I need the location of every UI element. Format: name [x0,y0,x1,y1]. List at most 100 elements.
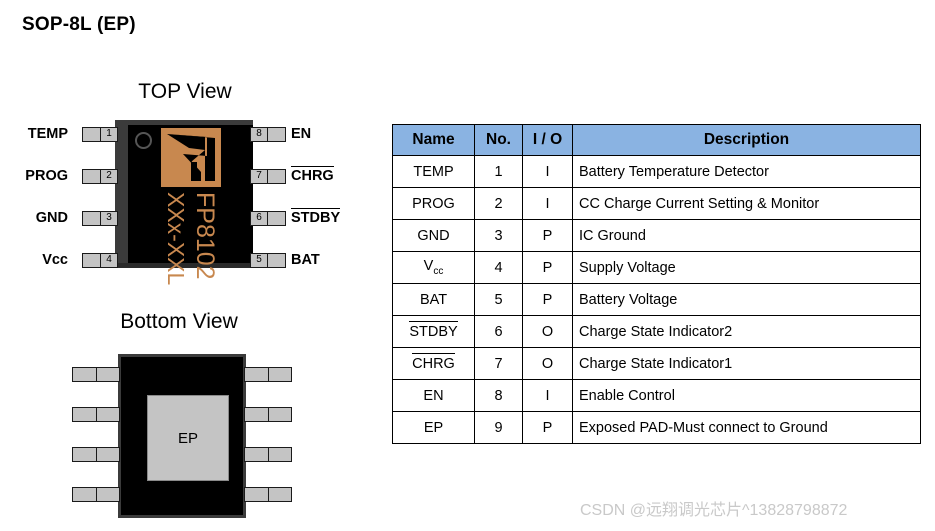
cell-pin-io: O [522,315,573,348]
lead-number: 5 [251,254,268,267]
column-header-no: No. [474,124,523,156]
lead-segment [95,488,119,501]
cell-pin-description: Battery Temperature Detector [572,155,921,188]
cell-pin-number: 1 [474,155,523,188]
pin-name-text: CHRG [412,352,455,372]
lead-segment [245,488,268,501]
column-header-description: Description [572,124,921,156]
lead-pin-6: 6 [250,211,286,226]
top-view-caption: TOP View [138,80,232,103]
bottom-lead-left-2 [72,407,120,422]
lead-number: 4 [100,254,117,267]
lead-segment [245,408,268,421]
lead-segment [245,368,268,381]
bottom-lead-left-4 [72,487,120,502]
cell-pin-description: IC Ground [572,219,921,252]
package-marking-part-number: FP8102 [191,192,219,280]
cell-pin-io: P [522,219,573,252]
lead-number: 6 [251,212,268,225]
cell-pin-name: PROG [392,187,475,220]
lead-number: 3 [100,212,117,225]
lead-number: 2 [100,170,117,183]
cell-pin-description: CC Charge Current Setting & Monitor [572,187,921,220]
lead-pin-7: 7 [250,169,286,184]
lead-pad [268,170,285,183]
cell-pin-name: CHRG [392,347,475,380]
lead-pad [83,128,100,141]
lead-pin-4: 4 [82,253,118,268]
lead-pin-1: 1 [82,127,118,142]
lead-segment [95,408,119,421]
lead-pad [268,254,285,267]
cell-pin-io: P [522,411,573,444]
pin-label-chrg: CHRG [291,166,334,184]
lead-number: 8 [251,128,268,141]
bottom-lead-right-1 [244,367,292,382]
lead-pad [83,170,100,183]
cell-pin-name: EP [392,411,475,444]
cell-pin-description: Supply Voltage [572,251,921,284]
cell-pin-io: P [522,283,573,316]
package-marking-lot-code: XXx-XXL [163,192,189,286]
bottom-view-caption: Bottom View [120,310,238,333]
cell-pin-description: Enable Control [572,379,921,412]
manufacturer-logo-icon [161,128,221,187]
cell-pin-io: O [522,347,573,380]
pin-label-chrg-text: CHRG [291,166,334,184]
cell-pin-description: Charge State Indicator2 [572,315,921,348]
lead-pad [83,212,100,225]
bottom-lead-right-2 [244,407,292,422]
cell-pin-name: TEMP [392,155,475,188]
lead-number: 7 [251,170,268,183]
lead-pad [268,128,285,141]
lead-segment [73,408,96,421]
cell-pin-name: EN [392,379,475,412]
cell-pin-number: 2 [474,187,523,220]
lead-segment [267,368,291,381]
cell-pin-number: 8 [474,379,523,412]
table-header-row: Name No. I / O Description [392,124,921,156]
pin-name-text: EN [423,387,444,404]
pin-label-temp: TEMP [27,126,68,142]
bottom-view-diagram: Bottom View EP [0,310,390,531]
pin-name-subscript: cc [433,265,444,277]
cell-pin-description: Battery Voltage [572,283,921,316]
cell-pin-number: 6 [474,315,523,348]
bottom-lead-right-3 [244,447,292,462]
pin-label-en: EN [291,126,312,142]
bottom-lead-left-1 [72,367,120,382]
cell-pin-description: Charge State Indicator1 [572,347,921,380]
cell-pin-number: 7 [474,347,523,380]
cell-pin-name: BAT [392,283,475,316]
pin-label-stdby: STDBY [291,208,341,226]
lead-number: 1 [100,128,117,141]
cell-pin-name: STDBY [392,315,475,348]
pin-name-text: TEMP [413,163,454,180]
pin-name-text: BAT [419,291,448,308]
cell-pin-io: I [522,379,573,412]
pin-name-text: EP [423,419,444,436]
lead-pad [268,212,285,225]
pin-name-text: PROG [412,195,455,212]
package-bevel-bottom [115,263,253,268]
pin-label-prog: PROG [25,168,68,184]
lead-segment [267,488,291,501]
cell-pin-name: Vcc [392,251,475,284]
lead-pin-8: 8 [250,127,286,142]
pin-label-stdby-text: STDBY [291,208,341,226]
pin-1-marker-icon [135,132,152,149]
watermark: CSDN @远翔调光芯片^13828798872 [580,502,848,519]
cell-pin-io: P [522,251,573,284]
pin-label-vcc: Vcc [42,252,68,268]
lead-segment [267,408,291,421]
cell-pin-number: 4 [474,251,523,284]
cell-pin-number: 5 [474,283,523,316]
lead-segment [267,448,291,461]
